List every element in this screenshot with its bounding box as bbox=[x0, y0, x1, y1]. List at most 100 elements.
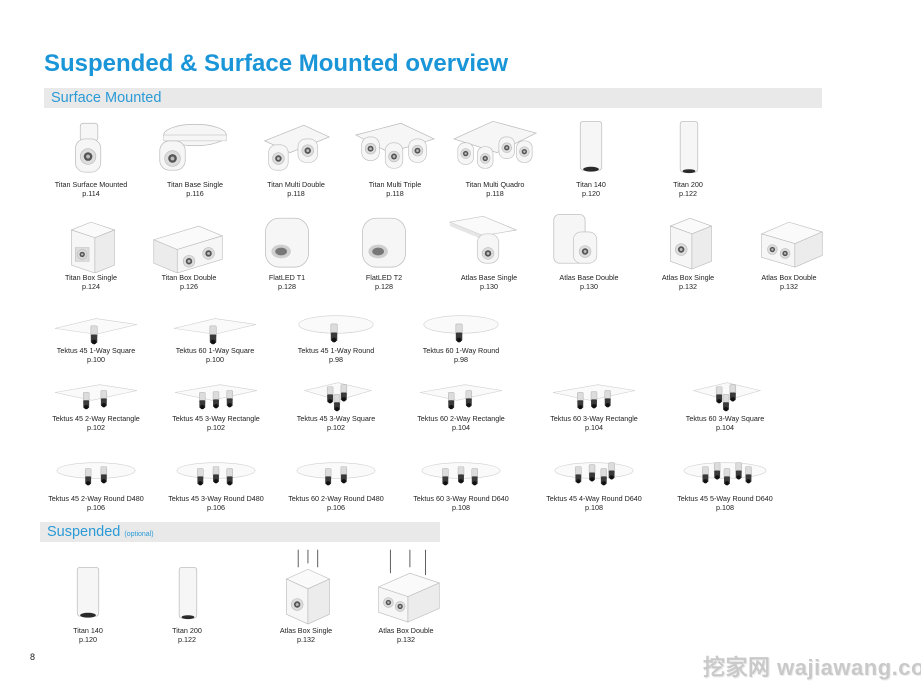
product-page-ref: p.102 bbox=[207, 423, 225, 432]
product-name: Tektus 60 3-Way Square bbox=[685, 414, 765, 423]
flat-cyl-icon bbox=[334, 205, 434, 273]
product-name: Tektus 45 3-Way Square bbox=[296, 414, 376, 423]
product-page-ref: p.106 bbox=[207, 503, 225, 512]
product-page-ref: p.104 bbox=[585, 423, 603, 432]
multi-4-icon bbox=[445, 118, 545, 180]
plate-3sq-icon bbox=[286, 372, 386, 414]
product-page-ref: p.122 bbox=[679, 189, 697, 198]
product-page-ref: p.102 bbox=[327, 423, 345, 432]
product-name: Atlas Base Single bbox=[460, 273, 518, 282]
product-name: FlatLED T1 bbox=[268, 273, 306, 282]
product-page-ref: p.104 bbox=[452, 423, 470, 432]
box-2-icon bbox=[139, 205, 239, 273]
product-name: Tektus 60 1-Way Round bbox=[422, 346, 500, 355]
product-name: Tektus 45 1-Way Square bbox=[56, 346, 136, 355]
product-name: Tektus 45 1-Way Round bbox=[297, 346, 375, 355]
product-page-ref: p.104 bbox=[716, 423, 734, 432]
product-name: Titan Multi Double bbox=[267, 180, 325, 189]
product-page-ref: p.108 bbox=[585, 503, 603, 512]
product-page-ref: p.98 bbox=[329, 355, 343, 364]
atlas-box-1-icon bbox=[638, 205, 738, 273]
product-page-ref: p.124 bbox=[82, 282, 100, 291]
product-name: Titan 200 bbox=[673, 180, 703, 189]
product-page-ref: p.102 bbox=[87, 423, 105, 432]
plate-3-icon bbox=[544, 372, 644, 414]
product-page-ref: p.118 bbox=[486, 189, 504, 198]
product-name: Tektus 45 3-Way Round D480 bbox=[168, 494, 264, 503]
product-name: Titan 200 bbox=[172, 626, 202, 635]
plate-2-icon bbox=[46, 372, 146, 414]
product-name: Atlas Box Double bbox=[761, 273, 817, 282]
product-name: Titan 140 bbox=[73, 626, 103, 635]
atlas-base-2-icon bbox=[539, 205, 639, 273]
tube-icon bbox=[38, 548, 138, 626]
product-name: Tektus 45 3-Way Rectangle bbox=[172, 414, 260, 423]
product-page-ref: p.130 bbox=[480, 282, 498, 291]
section-header-suspended: Suspended (optional) bbox=[40, 522, 440, 542]
product-page-ref: p.132 bbox=[397, 635, 415, 644]
product-name: Titan Multi Quadro bbox=[465, 180, 525, 189]
multi-2-icon bbox=[246, 118, 346, 180]
tube-icon bbox=[541, 118, 641, 180]
product-page-ref: p.120 bbox=[582, 189, 600, 198]
hang-box-1-icon bbox=[256, 548, 356, 626]
product-name: Titan Surface Mounted bbox=[54, 180, 128, 189]
section-label: Suspended bbox=[47, 524, 121, 540]
plate-3-icon bbox=[166, 372, 266, 414]
tube-tall-icon bbox=[638, 118, 738, 180]
product-page-ref: p.116 bbox=[186, 189, 204, 198]
page-title: Suspended & Surface Mounted overview bbox=[44, 50, 509, 77]
product-page-ref: p.132 bbox=[297, 635, 315, 644]
tube-tall-icon bbox=[137, 548, 237, 626]
product-page-ref: p.108 bbox=[716, 503, 734, 512]
product-name: Atlas Box Double bbox=[378, 626, 434, 635]
disc-1-icon bbox=[411, 303, 511, 346]
product-page-ref: p.100 bbox=[206, 355, 224, 364]
disc-2-icon bbox=[46, 452, 146, 494]
product-page-ref: p.108 bbox=[452, 503, 470, 512]
product-page-ref: p.114 bbox=[82, 189, 100, 198]
plate-1-icon bbox=[165, 303, 265, 346]
product-name: Tektus 45 2-Way Round D480 bbox=[48, 494, 144, 503]
product-name: Tektus 60 3-Way Rectangle bbox=[550, 414, 638, 423]
product-name: Tektus 45 4-Way Round D640 bbox=[546, 494, 642, 503]
product-page-ref: p.118 bbox=[287, 189, 305, 198]
product-name: Tektus 60 1-Way Square bbox=[175, 346, 255, 355]
product-page-ref: p.128 bbox=[375, 282, 393, 291]
product-page-ref: p.118 bbox=[386, 189, 404, 198]
atlas-base-1-icon bbox=[439, 205, 539, 273]
box-1-icon bbox=[41, 205, 141, 273]
product-name: Atlas Box Single bbox=[661, 273, 715, 282]
section-header-surface-mounted: Surface Mounted bbox=[44, 88, 822, 108]
product-page-ref: p.100 bbox=[87, 355, 105, 364]
product-page-ref: p.130 bbox=[580, 282, 598, 291]
product-page-ref: p.106 bbox=[327, 503, 345, 512]
product-name: Titan Box Double bbox=[161, 273, 217, 282]
product-name: Titan 140 bbox=[576, 180, 606, 189]
product-name: Titan Box Single bbox=[64, 273, 118, 282]
